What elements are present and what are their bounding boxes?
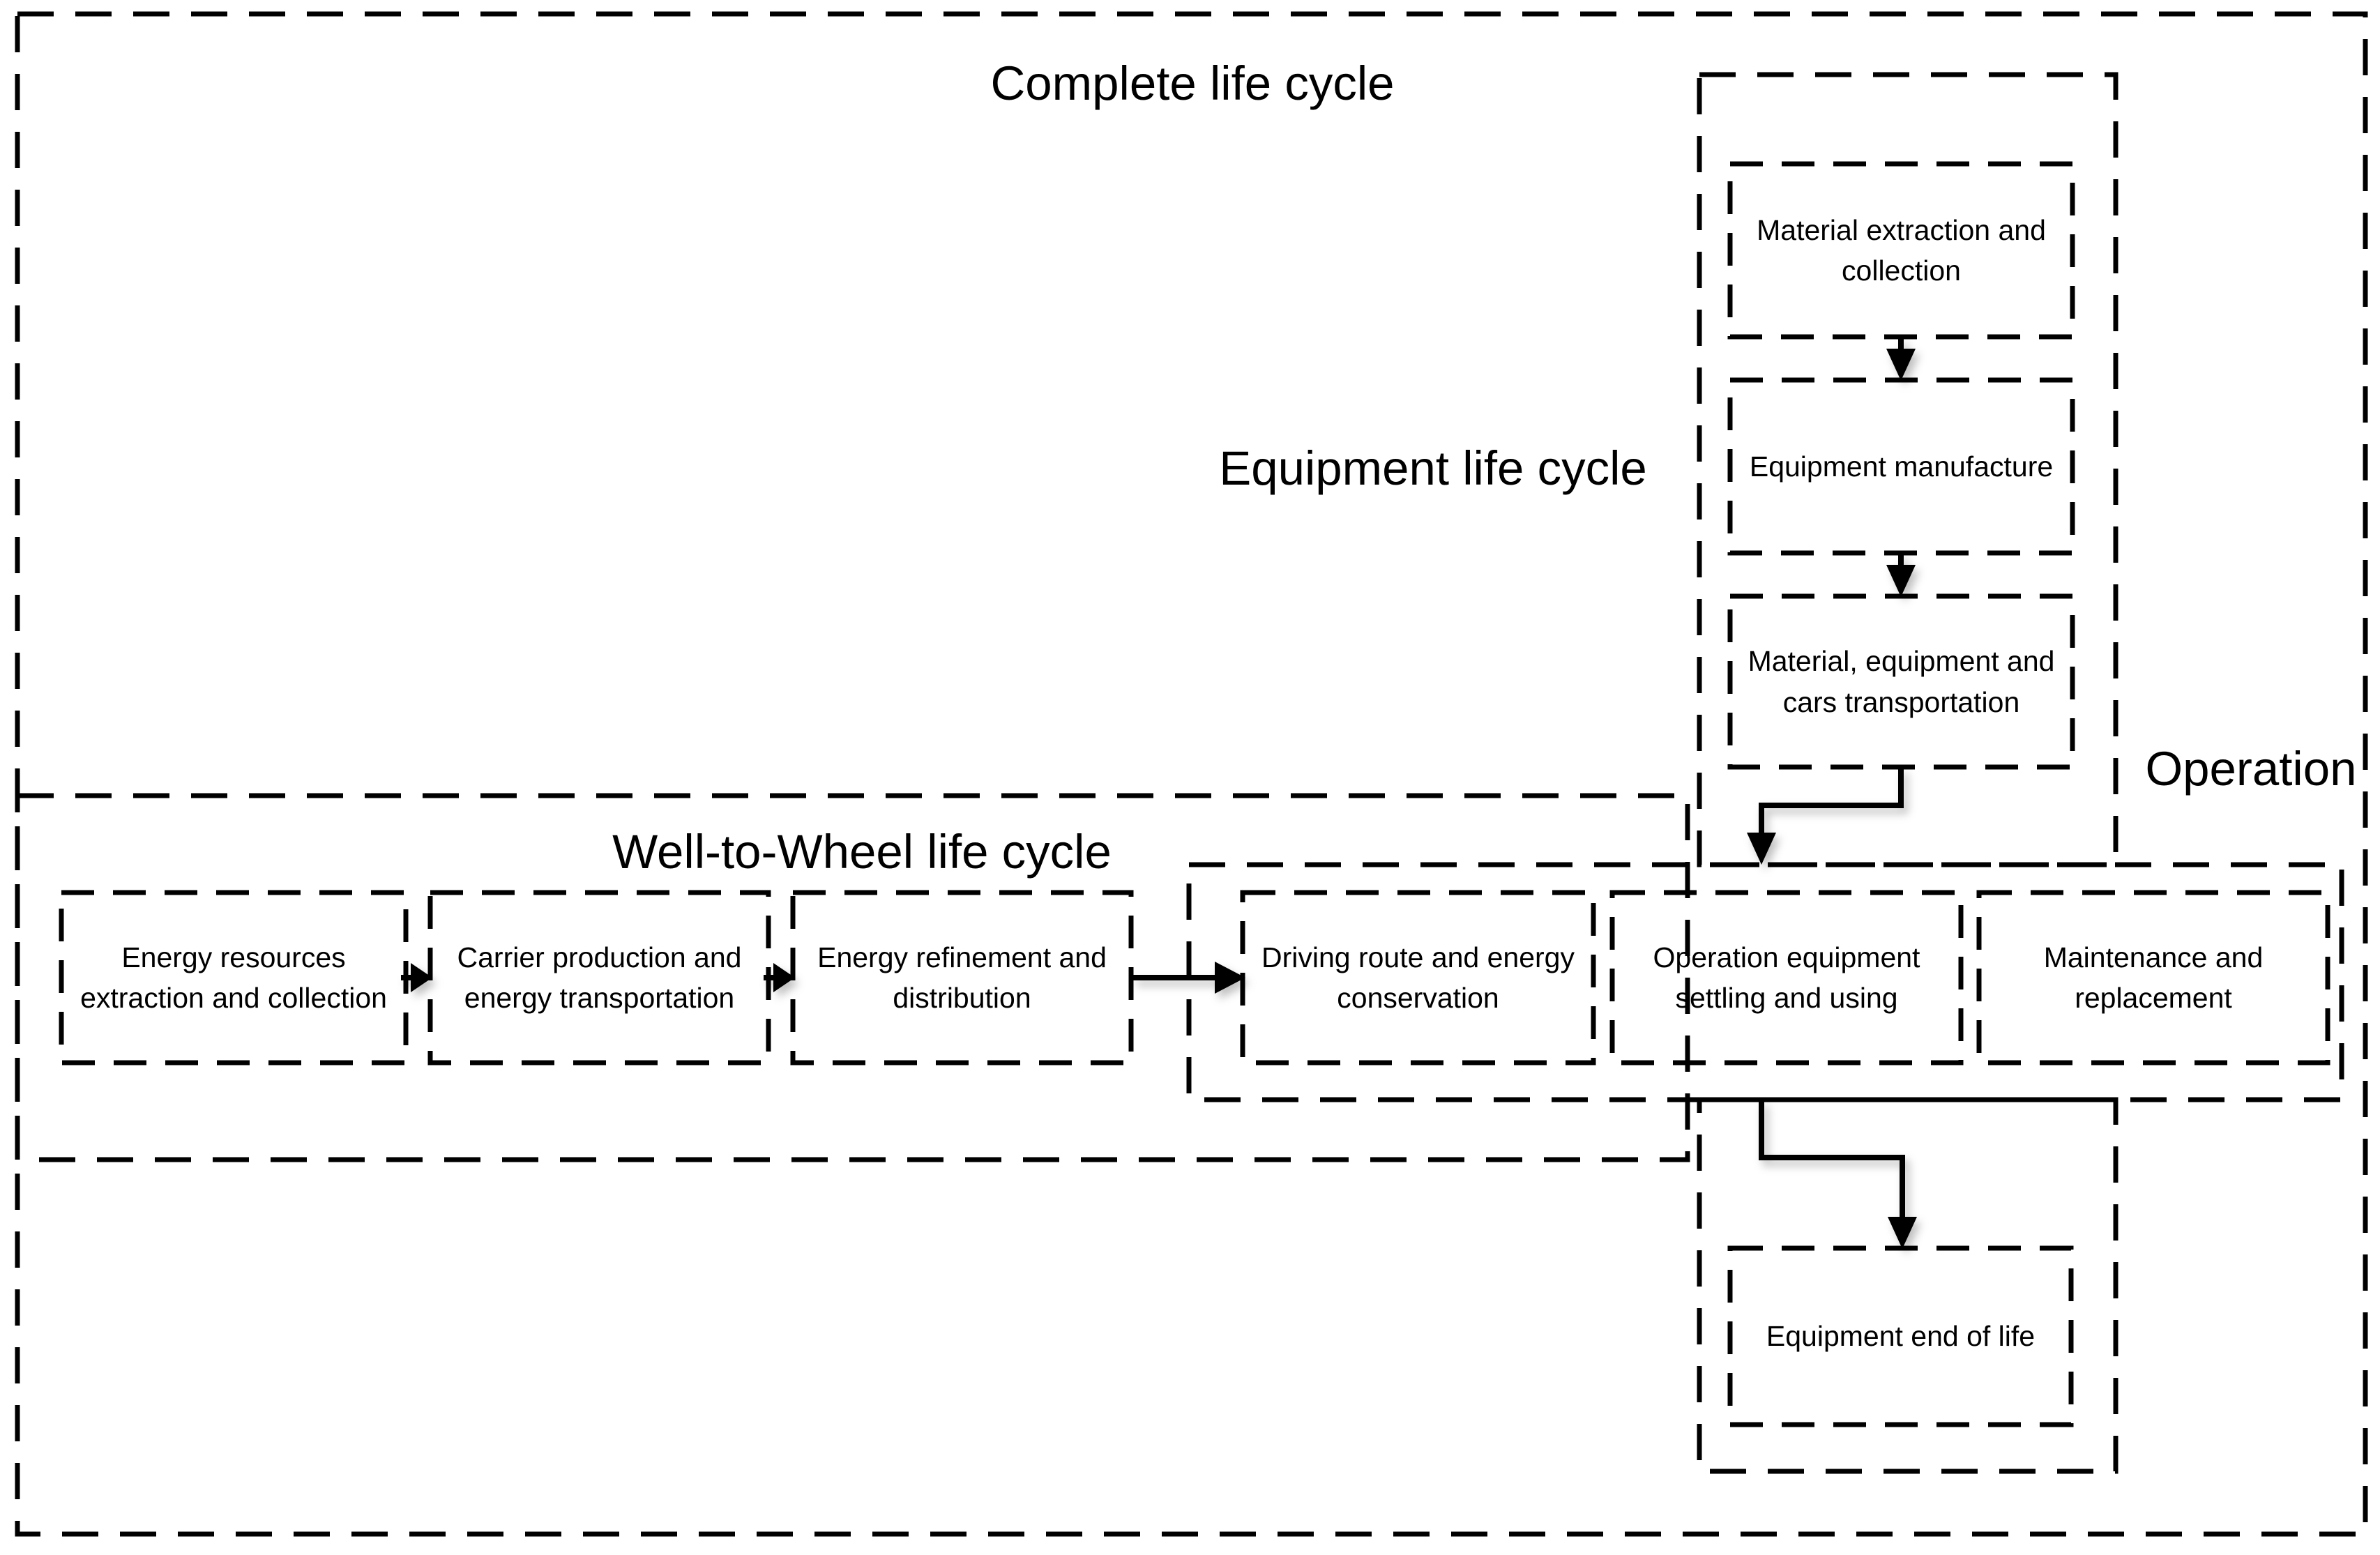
equipment-manufacture-box bbox=[1727, 377, 2075, 556]
complete-life-cycle-label: Complete life cycle bbox=[990, 56, 1395, 110]
arrow-energy-resources-to-carrier bbox=[401, 963, 432, 992]
material-transport-text: Material, equipment and cars transportat… bbox=[1748, 645, 2055, 718]
equipment-end-box bbox=[1727, 1245, 2074, 1427]
carrier-production-text: Carrier production and energy transporta… bbox=[457, 941, 742, 1014]
material-transport-box bbox=[1727, 593, 2075, 770]
energy-refinement-text: Energy refinement and distribution bbox=[817, 941, 1107, 1014]
equipment-manufacture-text: Equipment manufacture bbox=[1749, 450, 2054, 483]
maintenance-box bbox=[1976, 890, 2330, 1065]
well-to-wheel-container bbox=[15, 793, 1690, 1162]
material-extraction-box bbox=[1727, 161, 2075, 340]
arrow-operation-to-equipment-end bbox=[1759, 1100, 1917, 1249]
operation-equipment-box bbox=[1609, 890, 1964, 1065]
equipment-end-text: Equipment end of life bbox=[1766, 1320, 2036, 1353]
driving-route-text: Driving route and energy conservation bbox=[1261, 941, 1575, 1014]
well-to-wheel-label: Well-to-Wheel life cycle bbox=[612, 825, 1112, 879]
equipment-life-cycle-label: Equipment life cycle bbox=[1219, 441, 1647, 495]
arrow-material-extraction-to-manufacture bbox=[1886, 337, 1916, 381]
arrow-manufacture-to-transport bbox=[1886, 554, 1916, 597]
operation-equipment-text: Operation equipment settling and using bbox=[1653, 941, 1920, 1014]
complete-life-cycle-border bbox=[15, 11, 2368, 1537]
arrow-transport-to-operation bbox=[1747, 768, 1904, 865]
energy-resources-text: Energy resources extraction and collecti… bbox=[80, 941, 387, 1014]
arrow-carrier-to-refinement bbox=[764, 963, 795, 992]
maintenance-text: Maintenance and replacement bbox=[2043, 941, 2264, 1014]
material-extraction-text: Material extraction and collection bbox=[1757, 213, 2046, 287]
arrow-refinement-to-driving-route bbox=[1132, 962, 1245, 994]
operation-label: Operation bbox=[2145, 742, 2357, 796]
